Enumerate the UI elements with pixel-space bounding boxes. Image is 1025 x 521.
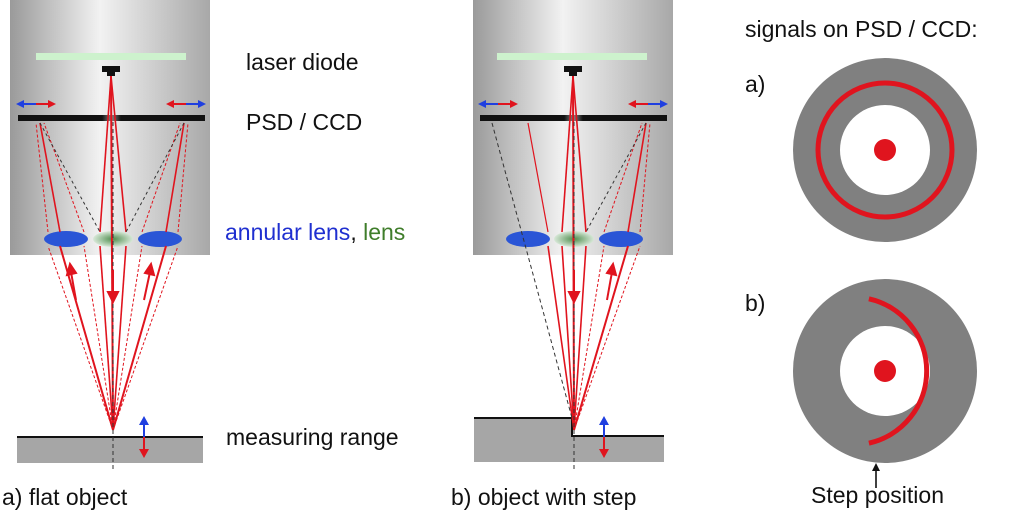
label-laser-diode: laser diode — [246, 49, 359, 75]
laser-window-b — [497, 53, 647, 60]
psd-arrow-right-a — [166, 100, 206, 108]
signal-a-ring — [815, 80, 955, 220]
sensor-a — [10, 0, 210, 470]
stepped-object-b — [474, 418, 664, 462]
annular-lens-left-b — [506, 231, 550, 247]
sensor-housing-a — [10, 0, 210, 255]
blocked-ray-b — [491, 122, 573, 419]
flat-object-a — [17, 437, 203, 463]
psd-arrow-right-b — [628, 100, 668, 108]
laser-window-a — [36, 53, 186, 60]
beam-arrows-b — [567, 261, 618, 305]
annular-lens-left-a — [44, 231, 88, 247]
annular-lens-right-b — [599, 231, 643, 247]
signal-b-disc — [793, 279, 977, 463]
signal-a-spot — [874, 139, 896, 161]
signal-a-disc — [793, 58, 977, 242]
annular-lens-right-a — [138, 231, 182, 247]
signal-a-label: a) — [745, 71, 766, 97]
range-arrow-a — [139, 416, 149, 458]
label-comma: , — [350, 219, 364, 245]
laser-diode-base-b — [569, 72, 577, 76]
label-annular-lens: annular lens — [225, 219, 351, 245]
beam-arrows-a — [65, 261, 156, 305]
label-psd-ccd: PSD / CCD — [246, 109, 363, 135]
step-position-arrow — [872, 463, 880, 488]
laser-diode-b — [564, 66, 582, 72]
signal-b-spot — [874, 360, 896, 382]
label-step-position: Step position — [811, 482, 944, 508]
label-lens: lens — [363, 219, 406, 245]
center-lens-a — [93, 231, 133, 247]
caption-object-with-step: b) object with step — [451, 484, 637, 510]
psd-arrow-left-b — [478, 100, 518, 108]
signal-b-arc — [868, 296, 930, 446]
signals-title: signals on PSD / CCD: — [745, 16, 978, 42]
laser-diode-base-a — [107, 72, 115, 76]
laser-diode-a — [102, 66, 120, 72]
label-measuring-range: measuring range — [226, 424, 399, 450]
label-lenses: annular lens, lens — [225, 221, 405, 244]
caption-flat-object: a) flat object — [2, 484, 128, 510]
beams-a — [35, 75, 189, 431]
signal-b-label: b) — [745, 290, 766, 316]
range-arrow-b — [599, 416, 609, 458]
psd-arrow-left-a — [16, 100, 56, 108]
sensor-b — [473, 0, 673, 470]
